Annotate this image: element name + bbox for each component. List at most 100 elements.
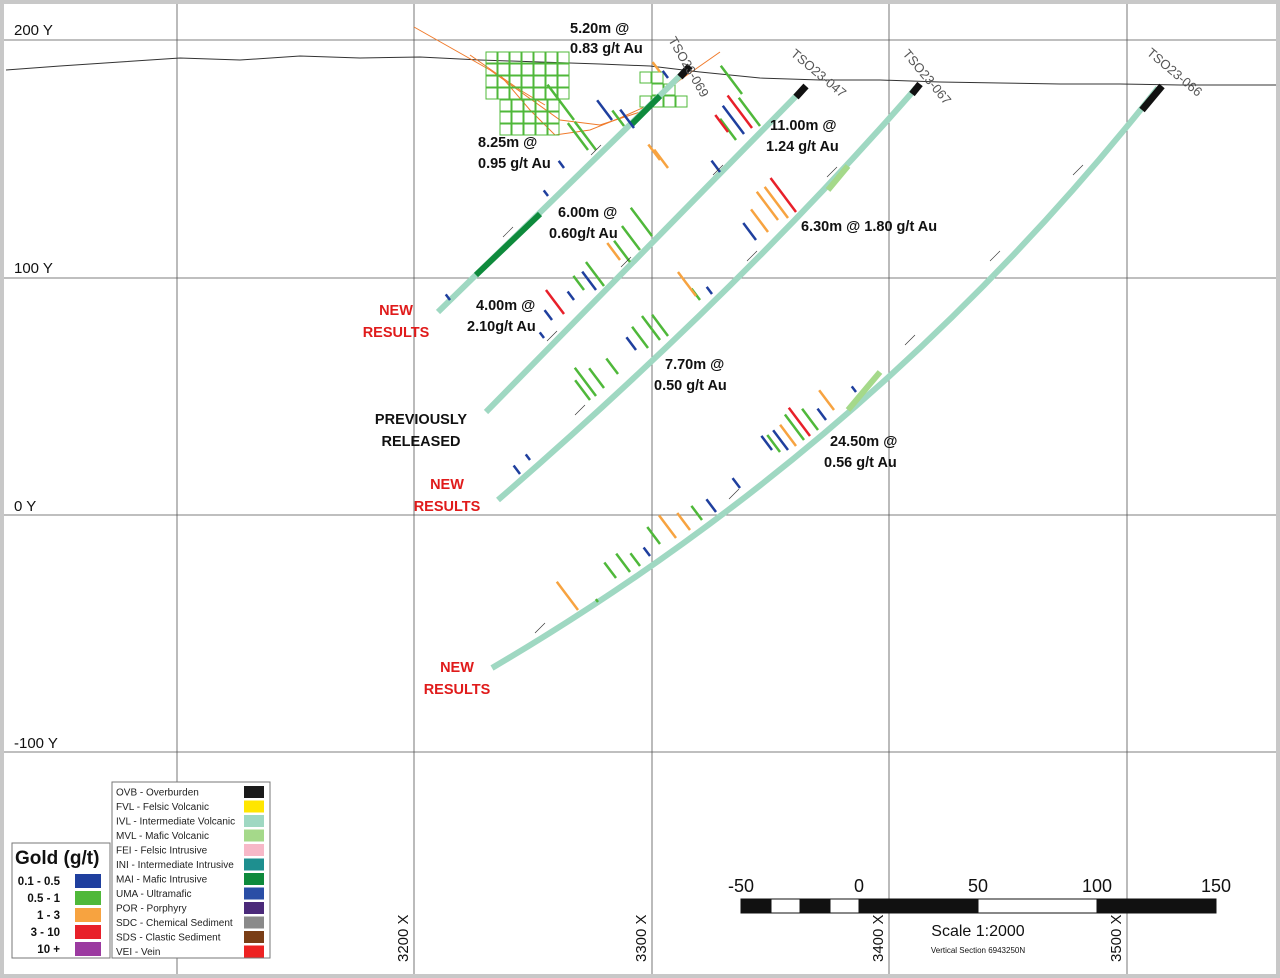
assay-bar [705,286,714,295]
block-cell [547,111,560,124]
block-cell [557,87,570,100]
gold-legend-label: 0.1 - 0.5 [18,876,61,888]
lithology-legend-label: INI - Intermediate Intrusive [116,860,234,871]
block-cell [497,87,510,100]
intercept-6-line2: 2.10g/t Au [467,319,536,335]
block-cell [535,111,548,124]
assay-bar [772,429,789,451]
lithology-segment-mvl [845,370,883,412]
scale-subtitle: Vertical Section 6943250N [931,946,1026,955]
gold-legend: Gold (g/t) 0.1 - 0.50.5 - 11 - 33 - 1010… [11,842,111,959]
callout-new-results-2-line1: NEW [430,477,464,493]
depth-tick [620,256,632,268]
intercept-8-line1: 24.50m @ [830,434,897,450]
intercept-7-line2: 0.50 g/t Au [654,378,727,394]
lithology-legend-swatch [244,887,264,900]
gold-legend-label: 1 - 3 [37,910,60,922]
block-cell [533,51,546,64]
hole-label-tso23-069: TSO23-069 [665,34,712,100]
lithology-legend-label: SDC - Chemical Sediment [116,918,233,929]
assay-bar [629,552,641,567]
block-cell [521,87,534,100]
assay-bar [613,240,631,263]
assay-bar [524,453,532,461]
block-cell [485,75,498,88]
drill-traces [435,63,1165,671]
assay-bar [658,514,677,539]
lithology-legend-swatch [244,873,264,885]
block-cell [523,111,536,124]
assay-bar [581,270,597,291]
gold-legend-label: 0.5 - 1 [27,893,60,905]
assay-bar [721,104,746,135]
lithology-legend-swatch [244,800,264,813]
assay-bar [512,464,522,475]
assay-bar [640,315,661,341]
block-cell [535,99,548,112]
gold-legend-swatch [75,908,101,922]
block-cell [651,71,664,84]
block-cell [523,123,536,136]
assay-bar [542,189,550,197]
scale-bar-segment [740,898,772,914]
assay-bar [572,275,585,291]
block-cell [497,63,510,76]
assay-bar [719,64,744,95]
block-cell [499,111,512,124]
intercept-6-line1: 4.00m @ [476,298,535,314]
block-cell [509,51,522,64]
assay-bar [676,512,692,531]
scale-bar: -50 0 50 100 150 Scale 1:2000 Vertical S… [728,876,1231,955]
drill-trace-tso23-067 [496,86,919,503]
block-cell [485,87,498,100]
assay-bar [769,177,797,213]
depth-tick [590,144,602,156]
lithology-legend-swatch [244,786,264,798]
lithology-legend-label: FEI - Felsic Intrusive [116,846,208,857]
lithology-legend-swatch [244,815,264,827]
lithology-legend-label: SDS - Clastic Sediment [116,933,221,944]
lithology-legend-swatch [244,858,264,871]
assay-bar [605,357,620,375]
lithology-segment-mai [473,211,543,278]
assay-bar [737,96,762,127]
lithology-legend-label: UMA - Ultramafic [116,889,192,900]
block-cell [521,63,534,76]
lithology-segment-mai [629,93,663,127]
assay-bar [651,61,661,73]
intercept-1-line1: 5.20m @ [570,21,629,37]
collar-tso23-066 [1139,83,1165,113]
assay-bars [444,61,1084,634]
depth-tick [534,622,546,634]
depth-tick [904,334,916,346]
assay-bar [543,309,554,321]
scale-bar-segment [829,898,860,914]
scale-bar-segment [799,898,831,914]
assay-bar [653,148,670,169]
callout-new-results-1-line1: NEW [379,303,413,319]
drill-trace-tso23-066 [490,86,1161,671]
collar-tso23-067 [909,81,923,97]
assay-bar [763,186,789,219]
lithology-legend-swatch [244,931,264,943]
assay-bar [779,424,797,447]
x-label-3500: 3500 X [1108,914,1125,962]
assay-bar [596,99,613,121]
scale-label-50: 50 [968,876,988,896]
assay-bar [710,159,721,173]
scale-bar-segment [977,898,1098,914]
intercept-2-line1: 8.25m @ [478,135,537,151]
assay-bar [444,293,451,301]
depth-tick [728,488,740,500]
assay-bar [726,94,753,129]
assay-bar [850,385,858,393]
scale-label-150: 150 [1201,876,1231,896]
block-cell [557,51,570,64]
scale-bar-segment [858,898,979,914]
assay-bar [619,108,636,129]
block-cell [497,75,510,88]
x-label-3400: 3400 X [870,914,887,962]
assay-bar [546,83,576,121]
gold-legend-swatch [75,891,101,905]
intercept-3-line1: 11.00m @ [770,118,837,134]
